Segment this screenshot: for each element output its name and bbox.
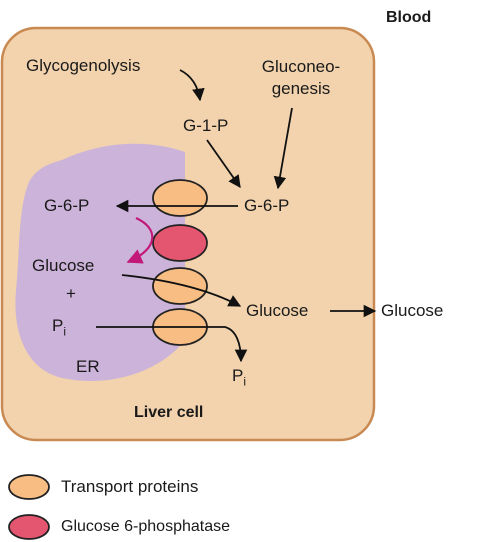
pi-er-subscript: i — [63, 324, 67, 339]
legend-phosphatase-text: Glucose 6-phosphatase — [61, 518, 230, 535]
glycogenolysis-label: Glycogenolysis — [26, 56, 141, 75]
legend-transport-proteins: Transport proteins — [6, 472, 306, 502]
blood-label: Blood — [386, 9, 432, 26]
pi-cytosol-subscript: i — [243, 374, 247, 389]
g6p-er-label: G-6-P — [44, 196, 90, 215]
pi-er-label: Pi — [52, 316, 67, 339]
arrow-glycogenolysis-to-g1p — [179, 69, 205, 102]
transport-protein-swatch — [8, 474, 50, 500]
pi-er-letter: P — [52, 316, 64, 335]
er-region — [15, 143, 186, 381]
glucose-er-label: Glucose — [32, 256, 95, 275]
liver-cell-label: Liver cell — [134, 404, 204, 421]
gluconeogenesis-line-2: genesis — [271, 79, 331, 98]
g1p-label: G-1-P — [183, 116, 229, 135]
arrow-gluconeogenesis-to-g6p — [273, 107, 293, 190]
legend-transport-text: Transport proteins — [61, 477, 199, 496]
glucose-cytosol-label: Glucose — [246, 301, 309, 320]
gluconeogenesis-label: Gluconeo- genesis — [236, 56, 366, 100]
legend-glucose-6-phosphatase: Glucose 6-phosphatase — [6, 512, 306, 542]
transport-protein-top — [152, 179, 208, 217]
arrow-g1p-to-g6p — [206, 139, 241, 189]
glucose-6-phosphatase — [152, 224, 208, 262]
g6p-cytosol-label: G-6-P — [244, 196, 290, 215]
er-label: ER — [76, 357, 100, 376]
phosphatase-swatch — [8, 514, 50, 540]
pi-cytosol-label: Pi — [232, 366, 247, 389]
pi-cytosol-letter: P — [232, 366, 244, 385]
plus-sign: + — [66, 284, 76, 303]
gluconeogenesis-line-1: Gluconeo- — [261, 57, 341, 76]
arrow-pi-out-of-er — [96, 326, 248, 363]
glucose-blood-label: Glucose — [381, 301, 444, 320]
arrow-glucose-out-of-er — [121, 274, 242, 307]
transport-protein-middle — [152, 267, 208, 305]
arrow-g6p-to-glucose — [126, 216, 154, 264]
